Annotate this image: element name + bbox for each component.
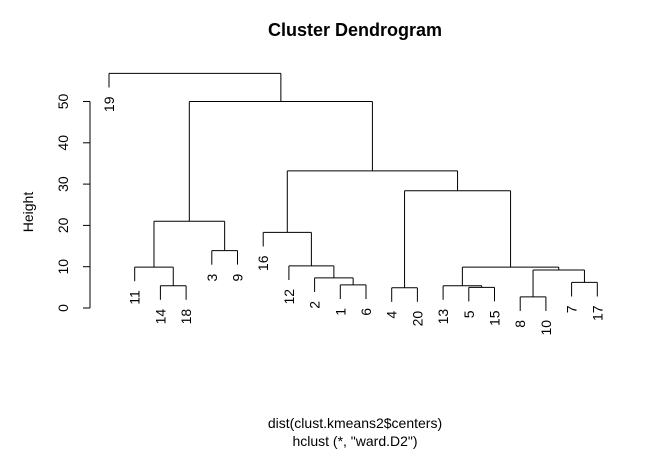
dendrogram-tree	[108, 72, 598, 311]
leaf-label: 5	[461, 310, 477, 318]
leaf-label: 9	[230, 273, 246, 281]
leaf-label: 16	[255, 255, 271, 271]
leaf-label: 7	[564, 305, 580, 313]
chart-subtitle: hclust (*, "ward.D2")	[292, 433, 417, 449]
leaf-label: 15	[487, 310, 503, 326]
leaf-label: 17	[589, 305, 605, 321]
leaf-label: 14	[152, 309, 168, 325]
leaf-label: 10	[538, 320, 554, 336]
leaf-label: 8	[512, 320, 528, 328]
y-tick-label: 50	[55, 94, 71, 110]
y-axis: 0 10 20 30 40 50	[55, 94, 91, 312]
leaf-label: 4	[384, 311, 400, 319]
leaf-label: 18	[178, 309, 194, 325]
leaf-label: 2	[307, 301, 323, 309]
leaf-label: 20	[409, 311, 425, 327]
y-axis-label: Height	[20, 192, 36, 233]
leaf-label: 11	[127, 290, 143, 305]
x-axis-label: dist(clust.kmeans2$centers)	[268, 415, 442, 431]
leaf-label: 12	[281, 289, 297, 305]
y-tick-label: 30	[55, 176, 71, 192]
leaf-label: 19	[101, 96, 117, 112]
y-tick-label: 10	[55, 259, 71, 275]
y-tick-label: 20	[55, 217, 71, 233]
y-tick-label: 0	[55, 304, 71, 312]
y-tick-label: 40	[55, 135, 71, 151]
leaf-label: 6	[358, 308, 374, 316]
chart-title: Cluster Dendrogram	[268, 20, 442, 40]
leaf-label: 1	[332, 308, 348, 316]
leaf-label: 3	[204, 273, 220, 281]
leaf-label: 13	[435, 309, 451, 325]
